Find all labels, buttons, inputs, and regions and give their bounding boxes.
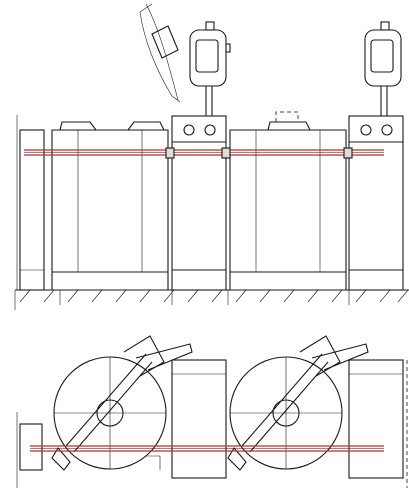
floor bbox=[14, 289, 409, 310]
plan-left-wall bbox=[16, 412, 43, 488]
open-lid-arc bbox=[139, 3, 181, 103]
left-side-panel bbox=[16, 115, 45, 291]
control-terminal-1 bbox=[189, 21, 231, 116]
red-rail-front bbox=[24, 147, 384, 159]
plan-view bbox=[16, 335, 408, 488]
control-cabinet-2 bbox=[348, 115, 404, 291]
plan-kettle-2 bbox=[227, 335, 369, 471]
kettle-unit-2 bbox=[229, 111, 347, 291]
plan-cabinet-2 bbox=[348, 359, 404, 479]
kettle-unit-1 bbox=[44, 121, 169, 291]
plan-cabinet-1 bbox=[171, 359, 227, 479]
control-terminal-2 bbox=[364, 21, 402, 116]
front-elevation-view bbox=[14, 3, 409, 310]
control-cabinet-1 bbox=[171, 115, 227, 291]
plan-kettle-1 bbox=[51, 335, 193, 471]
red-rail-plan bbox=[30, 445, 384, 452]
